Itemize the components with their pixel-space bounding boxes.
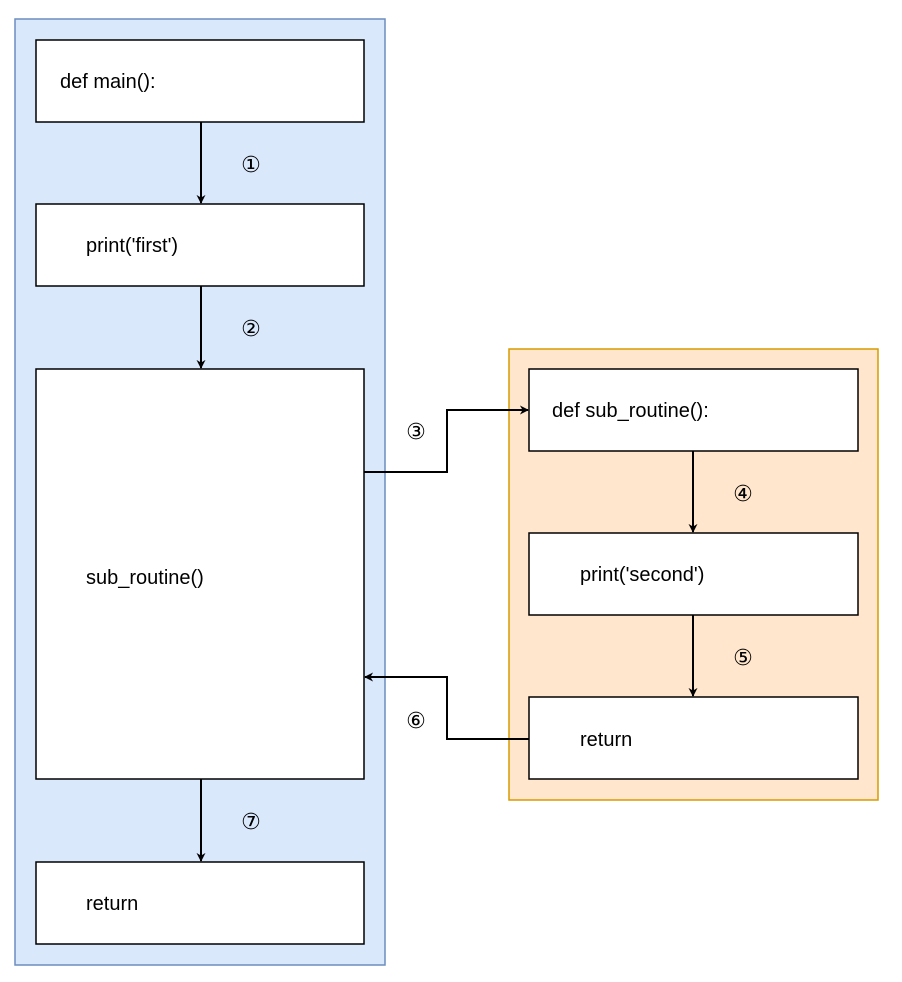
main-call-label: sub_routine() xyxy=(86,567,204,589)
step-label-1: ① xyxy=(241,153,261,178)
main-def-label: def main(): xyxy=(60,71,156,93)
step-label-6: ⑥ xyxy=(406,709,426,734)
step-label-2: ② xyxy=(241,317,261,342)
main-def-box: def main(): xyxy=(35,39,365,123)
step-label-4: ④ xyxy=(733,482,753,507)
step-label-5: ⑤ xyxy=(733,646,753,671)
sub-return-label: return xyxy=(580,729,632,751)
sub-def-label: def sub_routine(): xyxy=(552,400,709,422)
step-label-7: ⑦ xyxy=(241,810,261,835)
main-return-box: return xyxy=(35,861,365,945)
main-print-label: print('first') xyxy=(86,235,178,257)
sub-print-box: print('second') xyxy=(528,532,859,616)
arrow-step-6 xyxy=(364,672,529,740)
sub-print-label: print('second') xyxy=(580,564,704,586)
step-label-3: ③ xyxy=(406,420,426,445)
sub-def-box: def sub_routine(): xyxy=(528,368,859,452)
main-call-box: sub_routine() xyxy=(35,368,365,780)
main-print-box: print('first') xyxy=(35,203,365,287)
arrow-step-3 xyxy=(364,405,529,473)
sub-return-box: return xyxy=(528,696,859,780)
main-return-label: return xyxy=(86,893,138,915)
